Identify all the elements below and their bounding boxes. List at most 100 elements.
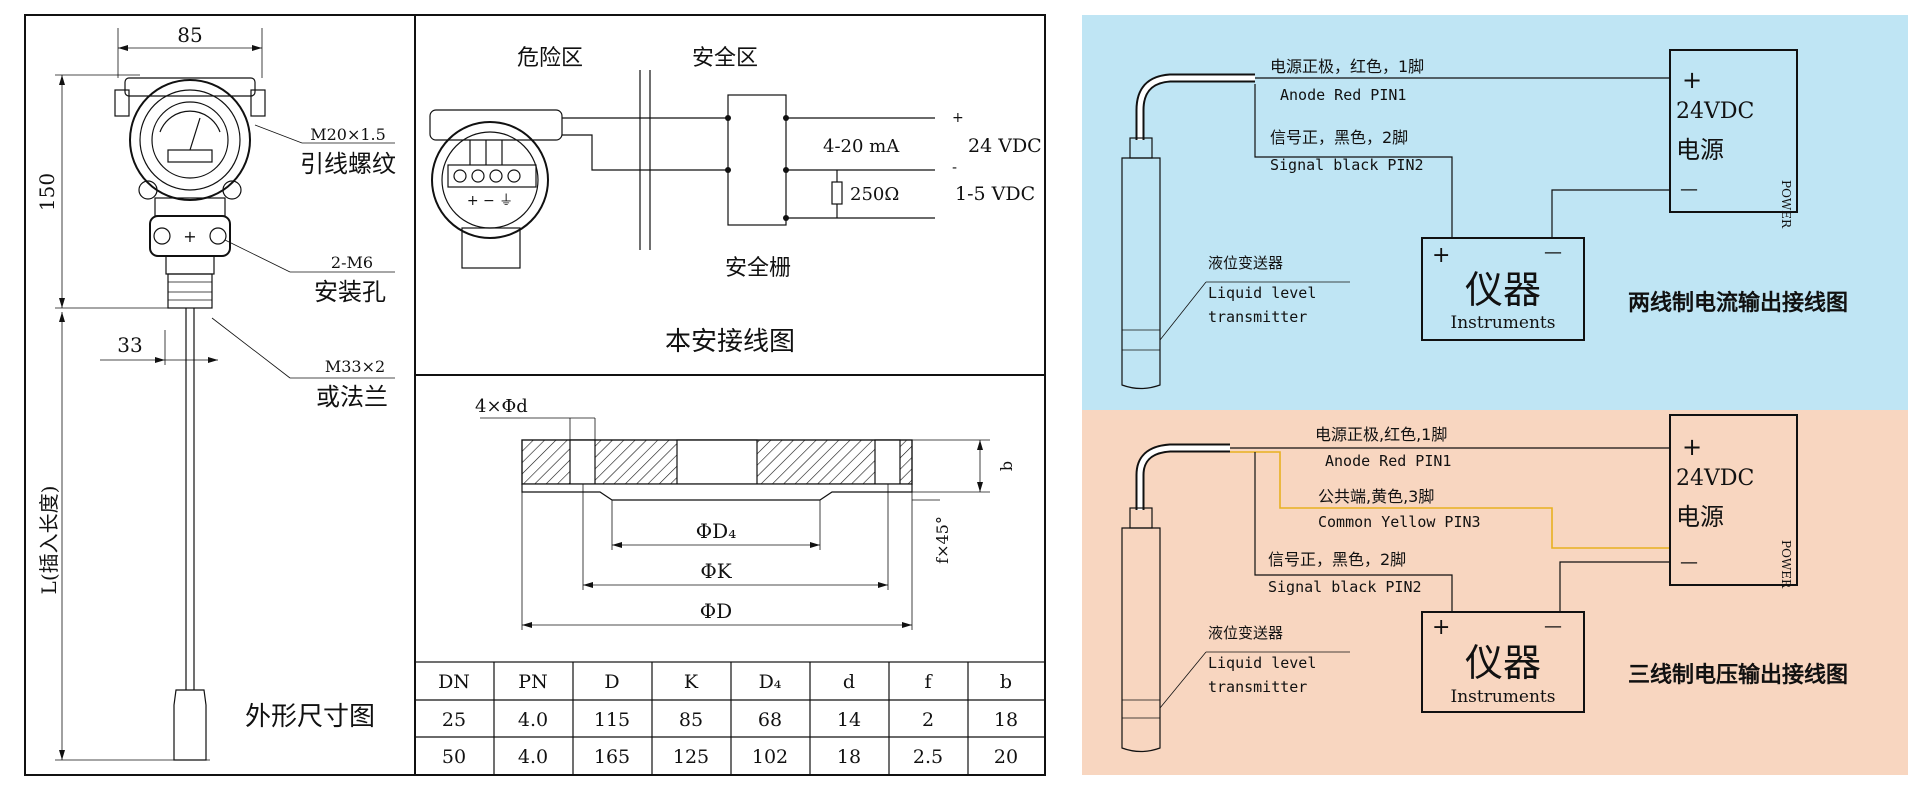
flange-D4-label: ΦD₄ [696, 519, 736, 543]
top-instr-plus: + [1432, 243, 1450, 268]
table-cell: 85 [679, 709, 703, 731]
bottom-wire1-cn: 电源正极,红色,1脚 [1315, 425, 1447, 444]
callout-hole-name: 安装孔 [314, 278, 386, 306]
top-wire2-en: Signal black PIN2 [1270, 156, 1424, 174]
flange-holes-label: 4×Φd [475, 396, 528, 417]
table-cell: 2.5 [913, 746, 943, 768]
table-cell: 50 [442, 746, 466, 768]
table-header: D [604, 671, 619, 693]
top-transmitter-cn: 液位变送器 [1208, 254, 1283, 272]
flange-drawing: 4×Φd b f×45° [475, 396, 1016, 630]
left-panel: 85 150 L(插入长度) 33 [24, 14, 1046, 776]
dim-height-label: 150 [35, 173, 59, 211]
table-header: f [924, 671, 933, 693]
table-header: K [684, 671, 699, 693]
two-wire-diagram: 电源正极，红色，1脚 Anode Red PIN1 信号正，黑色，2脚 Sign… [1121, 49, 1848, 390]
top-supply-plus: + [1682, 66, 1702, 94]
table-header: DN [438, 671, 470, 693]
top-transmitter-en2: transmitter [1208, 308, 1307, 326]
terminal-housing [431, 121, 549, 239]
dim-L-label: L(插入长度) [37, 486, 61, 595]
bottom-transmitter-cn: 液位变送器 [1208, 624, 1283, 642]
safe-zone-label: 安全区 [692, 46, 758, 71]
current-label: 4-20 mA [823, 136, 900, 157]
callout-flange-spec: M33×2 [325, 357, 385, 376]
flange-D-label: ΦD [700, 599, 732, 623]
intrinsic-title: 本安接线图 [665, 327, 795, 357]
probe-top [1121, 157, 1161, 390]
table-header: b [1000, 671, 1012, 693]
transmitter-head: + [114, 77, 266, 761]
table-cell: 68 [758, 709, 782, 731]
bottom-wire3-cn: 公共端,黄色,3脚 [1318, 487, 1434, 506]
table-cell: 18 [837, 746, 861, 768]
top-instrument-box [1421, 237, 1585, 341]
table-cell: 102 [752, 746, 788, 768]
flange-b-label: b [997, 461, 1016, 471]
three-wire-diagram: 电源正极,红色,1脚 Anode Red PIN1 公共端,黄色,3脚 Comm… [1121, 414, 1848, 753]
bottom-instr-plus: + [1432, 615, 1450, 640]
bottom-wire1-en: Anode Red PIN1 [1325, 452, 1451, 470]
svg-text:+: + [183, 227, 196, 246]
intrinsic-wiring: 危险区 安全区 + − ⏚ [429, 46, 1042, 357]
yellow-wire [1230, 451, 1670, 549]
top-power-vertical: POWER [1779, 180, 1793, 229]
table-cell: 4.0 [518, 746, 548, 768]
table-cell: 20 [994, 746, 1018, 768]
bottom-supply-cn: 电源 [1676, 503, 1724, 531]
bottom-supply-label: 24VDC [1676, 466, 1754, 491]
top-caption: 两线制电流输出接线图 [1628, 290, 1848, 316]
bottom-wire3-en: Common Yellow PIN3 [1318, 513, 1481, 531]
top-supply-label: 24VDC [1676, 99, 1754, 124]
flange-K-label: ΦK [700, 559, 732, 583]
table-cell: 4.0 [518, 709, 548, 731]
left-panel-border [24, 14, 1046, 776]
barrier-label: 安全栅 [725, 256, 791, 281]
bottom-wire2-cn: 信号正，黑色，2脚 [1268, 550, 1406, 569]
top-transmitter-en1: Liquid level [1208, 284, 1316, 302]
terminal-signs: + − ⏚ [467, 193, 513, 209]
top-supply-cn: 电源 [1676, 136, 1724, 164]
danger-zone-label: 危险区 [517, 46, 583, 71]
right-panel: 电源正极，红色，1脚 Anode Red PIN1 信号正，黑色，2脚 Sign… [1082, 15, 1908, 775]
bottom-caption: 三线制电压输出接线图 [1628, 662, 1848, 688]
bottom-instr-cn: 仪器 [1465, 641, 1541, 685]
bottom-power-box [1669, 414, 1798, 586]
bottom-transmitter-en2: transmitter [1208, 678, 1307, 696]
voltage-out-label: 1-5 VDC [955, 183, 1035, 205]
top-instr-en: Instruments [1451, 313, 1556, 333]
table-header: D₄ [759, 671, 782, 693]
supply-minus: - [952, 160, 957, 176]
outline-drawing: 85 150 L(插入长度) 33 [35, 23, 396, 761]
callout-thread-spec: M20×1.5 [310, 125, 386, 144]
resistor-symbol [831, 181, 843, 205]
callout-hole-spec: 2-M6 [331, 253, 373, 272]
bottom-supply-plus: + [1682, 433, 1702, 461]
top-supply-minus: — [1680, 179, 1698, 200]
table-cell: 165 [594, 746, 630, 768]
supply-plus: + [952, 110, 964, 126]
dim-33-label: 33 [117, 333, 142, 357]
top-instr-minus: — [1544, 242, 1562, 263]
table-cell: 2 [922, 709, 934, 731]
table-cell: 25 [442, 709, 466, 731]
bottom-power-vertical: POWER [1779, 540, 1793, 589]
resistor-label: 250Ω [850, 184, 899, 205]
top-wire1-en: Anode Red PIN1 [1280, 86, 1406, 104]
bottom-supply-minus: — [1680, 552, 1698, 573]
bottom-instr-en: Instruments [1451, 687, 1556, 707]
table-cell: 14 [837, 709, 861, 731]
bottom-wire2-en: Signal black PIN2 [1268, 578, 1422, 596]
bottom-wiring-background [1082, 410, 1908, 775]
bottom-instr-minus: — [1544, 616, 1562, 637]
table-cell: 18 [994, 709, 1018, 731]
supply-label: 24 VDC [968, 135, 1042, 157]
top-instr-cn: 仪器 [1465, 268, 1541, 312]
outline-title: 外形尺寸图 [245, 702, 375, 732]
probe-bottom [1121, 527, 1161, 753]
table-cell: 125 [673, 746, 709, 768]
top-wire2-cn: 信号正，黑色，2脚 [1270, 128, 1408, 147]
table-header: PN [518, 671, 547, 693]
bottom-transmitter-en1: Liquid level [1208, 654, 1316, 672]
